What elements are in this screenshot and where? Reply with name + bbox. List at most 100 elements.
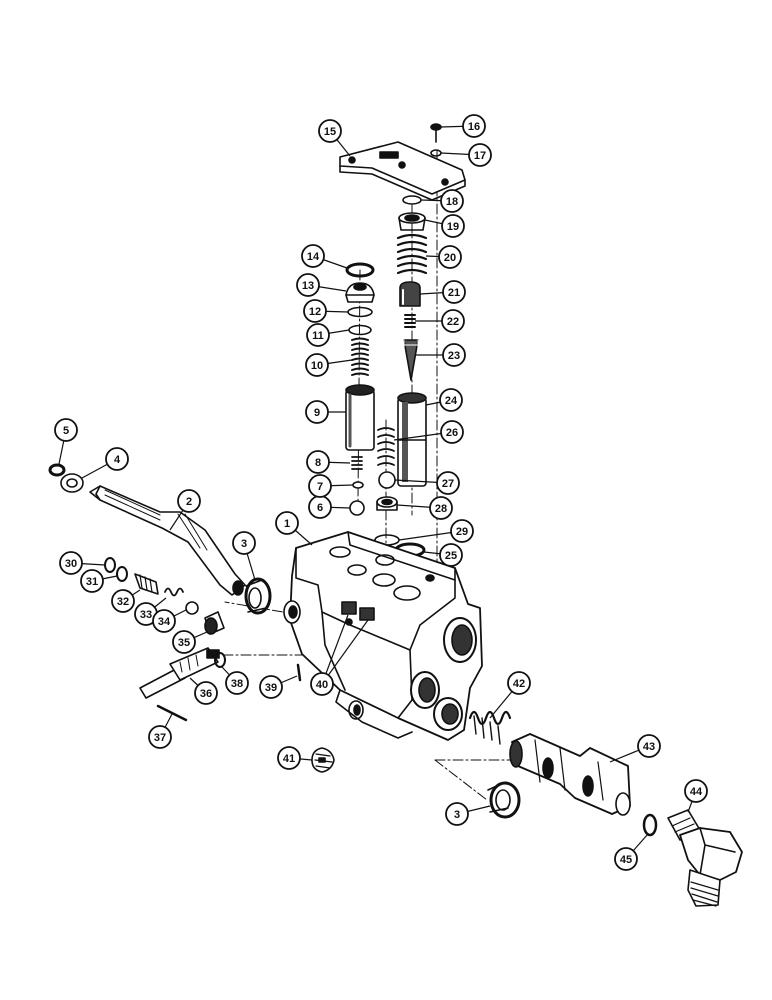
callout-18: 18 [440,189,464,213]
callout-28: 28 [429,496,453,520]
callout-number: 36 [200,688,212,700]
callout-3: 3 [232,531,256,555]
callout-7: 7 [308,474,332,498]
leader-lines [58,125,697,860]
callout-26: 26 [440,420,464,444]
callout-9: 9 [305,400,329,424]
callout-circle [439,543,463,567]
callout-number: 7 [317,481,323,493]
callout-number: 14 [307,251,320,263]
leader-line-40 [321,614,349,685]
callout-37: 37 [148,725,172,749]
shaft-part [139,647,220,699]
piston-sleeve-part [345,384,375,451]
callout-circle [296,273,320,297]
callout-circle [277,746,301,770]
callout-number: 28 [435,503,447,515]
callout-number: 42 [513,678,525,690]
seat-part [376,496,398,511]
callout-circle [306,450,330,474]
callout-circle [59,551,83,575]
callout-circle [441,214,465,238]
callout-22: 22 [441,309,465,333]
callout-5: 5 [54,418,78,442]
spring-cap-part [398,212,426,231]
callout-circle [306,323,330,347]
callout-33: 33 [134,602,158,626]
callout-number: 17 [474,150,486,162]
callout-number: 39 [265,682,277,694]
callout-circle [259,675,283,699]
callout-circle [303,299,327,323]
callout-number: 20 [444,252,456,264]
callout-circle [105,447,129,471]
callout-30: 30 [59,551,83,575]
callout-circle [54,418,78,442]
callout-number: 12 [309,306,321,318]
callout-11: 11 [306,323,330,347]
callout-16: 16 [462,114,486,138]
callout-number: 21 [448,287,460,299]
callout-25: 25 [439,543,463,567]
callout-circle [440,420,464,444]
small-spring-part [404,314,416,328]
callout-number: 23 [448,350,460,362]
o-ring-part [104,557,116,573]
callout-circle [436,471,460,495]
callout-circle [308,474,332,498]
ring-part [345,262,375,278]
callout-circle [507,671,531,695]
ball-part [352,481,364,489]
callout-circle [441,309,465,333]
callout-circle [318,119,342,143]
callout-12: 12 [303,299,327,323]
callout-15: 15 [318,119,342,143]
callout-41: 41 [277,746,301,770]
callout-circle [429,496,453,520]
callout-29: 29 [450,519,474,543]
detent-ball-part [185,601,199,615]
bushing-part [487,781,521,819]
callout-40: 40 [310,672,334,696]
callout-circle [684,779,708,803]
detent-spring-part [164,587,184,597]
callout-number: 31 [86,576,98,588]
callout-6: 6 [308,495,332,519]
callout-23: 23 [442,343,466,367]
callout-21: 21 [442,280,466,304]
callout-45: 45 [614,847,638,871]
callout-1: 1 [275,511,299,535]
check-spring-part [377,427,395,466]
callout-19: 19 [441,214,465,238]
detent-plug-part [134,573,159,595]
snap-ring-part [48,463,66,477]
callout-10: 10 [305,353,329,377]
callout-number: 3 [241,538,247,550]
relief-cap-part [345,282,375,303]
callout-number: 2 [186,496,192,508]
callout-circle [148,725,172,749]
callout-number: 11 [312,330,324,342]
callout-number: 3 [454,809,460,821]
return-spring-part [468,710,512,745]
callout-circle [172,630,196,654]
callout-number: 6 [317,502,323,514]
callout-circle [152,609,176,633]
needle-valve-part [403,339,419,381]
main-spool-part [509,733,631,816]
callout-number: 32 [117,596,129,608]
callout-number: 18 [446,196,458,208]
callout-number: 4 [114,454,121,466]
valve-body-part [283,531,483,741]
callout-13: 13 [296,273,320,297]
callout-circle [439,388,463,412]
elbow-fitting-part [667,809,743,907]
callout-number: 5 [63,425,69,437]
washer-part [60,473,84,493]
callout-17: 17 [468,143,492,167]
callout-20: 20 [438,245,462,269]
callout-42: 42 [507,671,531,695]
callout-circle [225,671,249,695]
callout-circle [80,569,104,593]
